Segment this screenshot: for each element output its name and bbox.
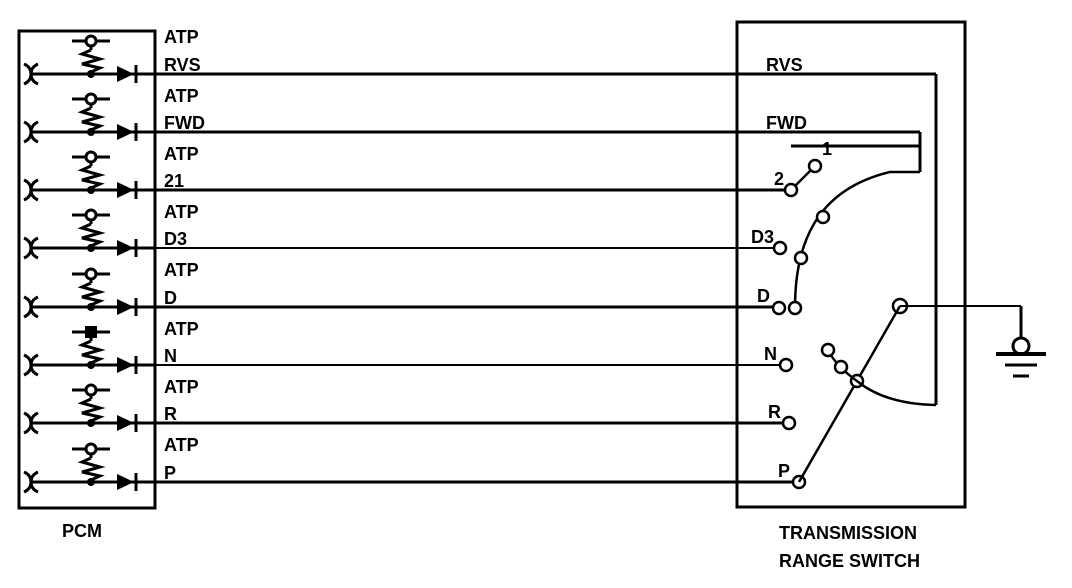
circuit-label-signal-5: N	[164, 346, 177, 366]
trs-terminal-label-d: D	[757, 286, 770, 306]
circuit-label-atp-1: ATP	[164, 86, 199, 106]
circuit-label-signal-4: D	[164, 288, 177, 308]
pcm-circuit-n	[23, 326, 155, 377]
diode-n	[117, 357, 134, 373]
pcm-junction-d3	[87, 244, 95, 252]
trs-caption-line2: RANGE SWITCH	[779, 551, 920, 571]
lower-wiper-arm	[797, 305, 902, 483]
pcm-circuit-p	[23, 442, 155, 494]
pcm-circuit-rvs	[23, 34, 155, 86]
pcm-circuit-d	[23, 267, 155, 319]
diode-p	[117, 474, 134, 490]
upper-switch-arc	[793, 170, 920, 309]
detent-contact-n	[820, 342, 836, 358]
trs-terminal-label-1: 1	[822, 139, 833, 159]
terminal-node-r	[781, 415, 797, 431]
pcm-circuit-21	[23, 150, 155, 202]
arc-contact-d3	[793, 250, 809, 266]
trs-terminal-label-rvs: RVS	[766, 55, 803, 75]
chassis-ground-icon	[996, 306, 1046, 378]
pcm-junction-n	[87, 361, 95, 369]
diode-d3	[117, 240, 134, 256]
trs-terminal-label-fwd: FWD	[766, 113, 807, 133]
trs-terminal-label-2: 2	[774, 169, 785, 189]
trs-terminal-label-r: R	[768, 402, 781, 422]
pcm-junction-d	[87, 303, 95, 311]
pcm-pullup-node-21	[84, 150, 98, 164]
lower-arc-to-rvs	[856, 380, 937, 407]
diode-d	[117, 299, 134, 315]
circuit-label-signal-2: 21	[164, 171, 185, 191]
circuit-label-signal-0: RVS	[164, 55, 201, 75]
circuit-label-atp-0: ATP	[164, 27, 199, 47]
arc-contact-2	[815, 209, 831, 225]
trs-caption-line1: TRANSMISSION	[779, 523, 918, 543]
pcm-junction-21	[87, 186, 95, 194]
circuit-label-atp-2: ATP	[164, 144, 199, 164]
circuit-label-atp-4: ATP	[164, 260, 199, 280]
switch-contact-2	[783, 182, 799, 198]
terminal-node-n	[778, 357, 794, 373]
pcm-circuit-r	[23, 383, 155, 435]
circuit-label-atp-5: ATP	[164, 319, 199, 339]
pcm-pullup-node-rvs	[84, 34, 98, 48]
circuit-label-atp-7: ATP	[164, 435, 199, 455]
pcm-pullup-node-r	[84, 383, 98, 397]
trs-terminal-label-d3: D3	[751, 227, 775, 247]
pcm-pullup-node-fwd	[84, 92, 98, 106]
trs-terminal-label-p: P	[778, 461, 791, 481]
detent-contact-r	[833, 359, 849, 375]
arc-contact-d	[787, 300, 803, 316]
terminal-node-d3	[772, 240, 788, 256]
pcm-pullup-node-p	[84, 442, 98, 456]
pcm-junction-rvs	[87, 70, 95, 78]
pcm-pullup-node-d	[84, 267, 98, 281]
diode-r	[117, 415, 134, 431]
pcm-circuit-d3	[23, 208, 155, 260]
diode-rvs	[117, 66, 134, 82]
circuit-label-atp-3: ATP	[164, 202, 199, 222]
switch-contact-1	[807, 158, 823, 174]
pcm-junction-p	[87, 478, 95, 486]
fwd-inner-frame	[791, 144, 922, 172]
circuit-label-signal-1: FWD	[164, 113, 205, 133]
pcm-pullup-node-n	[85, 326, 97, 338]
trs-terminal-label-n: N	[764, 344, 777, 364]
pcm-pullup-node-d3	[84, 208, 98, 222]
pcm-junction-r	[87, 419, 95, 427]
circuit-label-signal-6: R	[164, 404, 177, 424]
diode-21	[117, 182, 134, 198]
diode-fwd	[117, 124, 134, 140]
pcm-junction-fwd	[87, 128, 95, 136]
circuit-label-signal-7: P	[164, 463, 177, 483]
trs-module-box	[735, 20, 967, 509]
circuit-label-signal-3: D3	[164, 229, 188, 249]
pcm-circuit-fwd	[23, 92, 155, 144]
terminal-node-d	[771, 300, 787, 316]
pcm-caption: PCM	[62, 521, 102, 541]
circuit-label-atp-6: ATP	[164, 377, 199, 397]
